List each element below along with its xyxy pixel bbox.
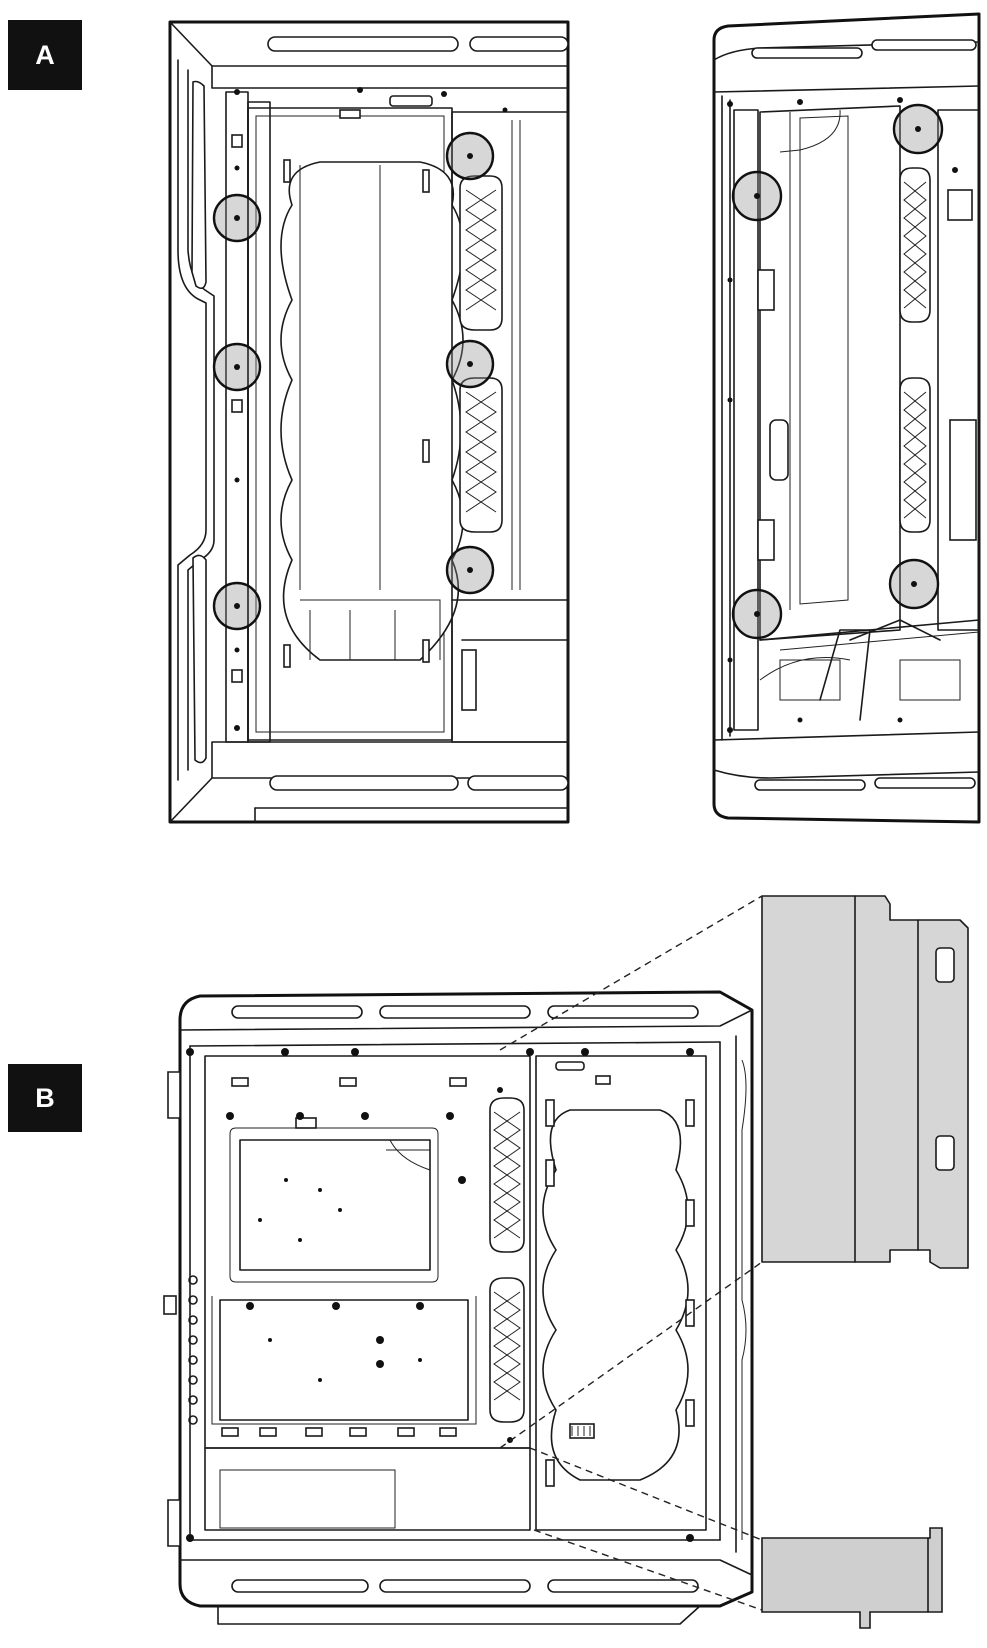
radiator-cutout (542, 1109, 689, 1481)
top-vent-slot (379, 1005, 531, 1019)
bottom-vent-slot (547, 1579, 699, 1593)
bottom-vent-slot (231, 1579, 369, 1593)
case-frame-outline (178, 990, 754, 1608)
case-frame-outline (712, 12, 981, 824)
radiator-cutout (280, 161, 464, 661)
radiator-bracket-part (761, 895, 969, 1269)
lower-cover-part (761, 1527, 943, 1629)
step-label-a: A (8, 20, 82, 90)
side-vent-grille (459, 377, 503, 533)
figure-a-left-case-view (168, 20, 570, 824)
side-vent-grille (459, 175, 503, 331)
top-vent-slot (231, 1005, 363, 1019)
figure-b-callout-parts (499, 895, 969, 1629)
bottom-vent-slot (379, 1579, 531, 1593)
top-vent-slot (547, 1005, 699, 1019)
side-vent-grille (489, 1277, 525, 1423)
top-vent-slot (267, 36, 459, 52)
mounting-plate (759, 105, 901, 641)
top-vent-slot (469, 36, 569, 52)
step-label-b: B (8, 1064, 82, 1132)
figure-a-right-case-view (712, 12, 981, 824)
figure-b-case-view (163, 990, 754, 1625)
bottom-vent-slot (269, 775, 459, 791)
bottom-vent-slot (467, 775, 569, 791)
